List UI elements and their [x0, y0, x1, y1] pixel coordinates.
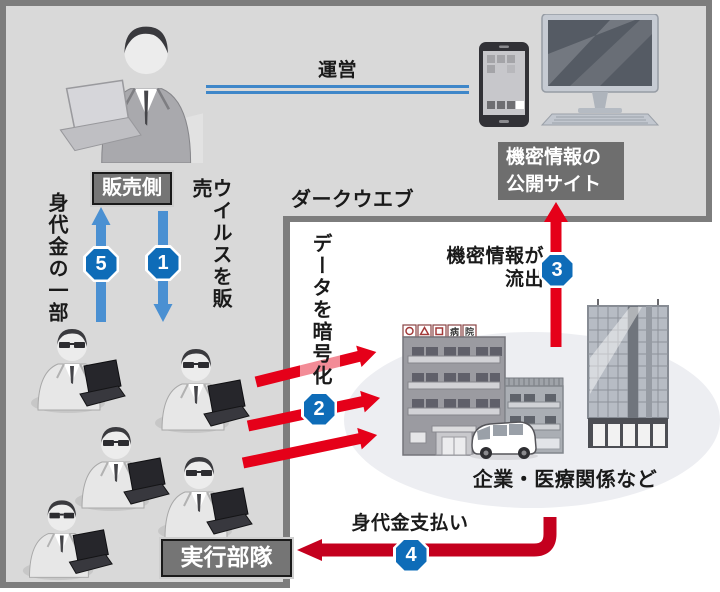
vertical-label-encrypt: データを暗号化 — [309, 233, 331, 387]
leak-label-line2: 流出 — [504, 269, 544, 290]
step-badge-2: 2 — [301, 391, 337, 427]
victims-illustration: 病 院 — [344, 299, 720, 508]
hospital-sign-text: 病 — [450, 326, 459, 337]
operator-link-label: 運営 — [317, 60, 357, 81]
leak-site-box: 機密情報の 公開サイト — [498, 142, 624, 200]
leak-label: 機密情報が 流出 — [420, 245, 544, 291]
step-badge-1: 1 — [145, 245, 181, 281]
hospital-building-icon: 病 院 — [402, 324, 564, 460]
attacker-person-icon — [20, 488, 115, 583]
executor-box: 実行部隊 — [161, 539, 292, 577]
leak-site-box-line2: 公開サイト — [506, 174, 602, 195]
border-inner-horizontal — [283, 216, 712, 222]
step-badge-3: 3 — [539, 252, 575, 288]
victims-caption: 企業・医療関係など — [472, 469, 658, 491]
attacker-person-icon — [28, 316, 128, 416]
vertical-label-ransom-share: 身代金の一部 — [45, 192, 67, 324]
border-inner-vertical — [283, 216, 290, 588]
leak-label-line1: 機密情報が — [446, 246, 544, 267]
hospital-sign-text: 院 — [465, 326, 474, 337]
vertical-label-virus-sale: ウイルスを販売 — [189, 178, 231, 310]
operator-link-line-upper — [206, 85, 469, 88]
attacker-person-icon — [155, 444, 255, 544]
van-icon — [470, 421, 538, 460]
operator-link-line-lower — [206, 91, 469, 94]
step-badge-4: 4 — [393, 537, 429, 573]
ransom-pay-label: 身代金支払い — [351, 513, 469, 534]
border-bottom-left-column — [0, 582, 290, 588]
leak-site-box-line1: 機密情報の — [506, 147, 602, 168]
monitor-icon — [540, 14, 660, 126]
vertical-label-encrypt-backing: データを暗号化 — [300, 230, 340, 396]
border-top — [0, 0, 712, 6]
border-left — [0, 0, 6, 588]
border-right-top-panel — [706, 0, 712, 222]
dark-web-label: ダークウエブ — [291, 189, 414, 211]
operator-person-icon — [48, 8, 203, 163]
smartphone-icon — [479, 42, 529, 127]
seller-box: 販売側 — [92, 172, 172, 205]
step-badge-5: 5 — [83, 246, 119, 282]
office-tower-icon — [587, 299, 669, 448]
